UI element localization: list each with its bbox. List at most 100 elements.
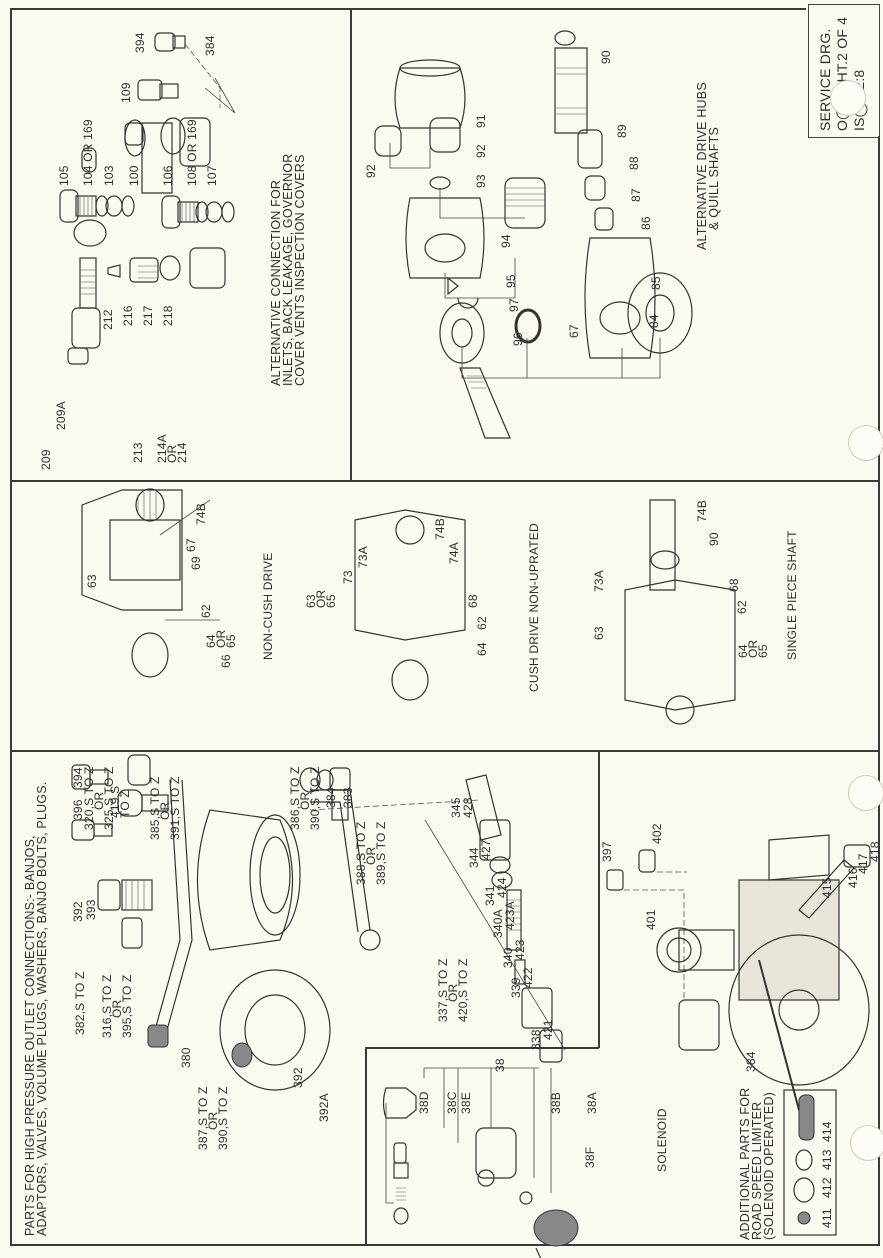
label-85: 85 bbox=[649, 276, 663, 290]
label-38a: 38A bbox=[585, 1092, 599, 1114]
punch-hole bbox=[848, 425, 883, 461]
label-92: 92 bbox=[364, 164, 378, 178]
drive-hubs-parts-illustration bbox=[374, 30, 693, 439]
label-38b: 38B bbox=[549, 1092, 563, 1114]
drive-couplings-illustration bbox=[81, 488, 736, 725]
label-94: 94 bbox=[499, 234, 513, 248]
label-96: 96 bbox=[511, 332, 525, 346]
label-106: 106 bbox=[161, 165, 175, 186]
label-68: 68 bbox=[466, 594, 480, 608]
label-62: 62 bbox=[735, 600, 749, 614]
label-412: 412 bbox=[820, 1177, 834, 1198]
drive-hubs-caption: ALTERNATIVE DRIVE HUBS & QUILL SHAFTS bbox=[695, 82, 721, 250]
label-428: 428 bbox=[461, 797, 475, 818]
single-piece-caption: SINGLE PIECE SHAFT bbox=[785, 530, 799, 660]
label-392b: 392 bbox=[291, 1067, 305, 1088]
label-424: 424 bbox=[495, 877, 509, 898]
title-block: SERVICE DRG. O◯2 SHT.2 OF 4 IS◯UE:8 bbox=[808, 4, 880, 138]
top-border bbox=[10, 8, 806, 10]
label-100: 100 bbox=[127, 165, 141, 186]
label-380: 380 bbox=[179, 1047, 193, 1068]
alt-connection-caption: ALTERNATIVE CONNECTION FOR INLETS, BACK … bbox=[269, 153, 307, 386]
left-border bbox=[10, 8, 12, 1244]
alt-connection-parts-illustration bbox=[59, 32, 236, 365]
panel-alternative-connection: 209 209A 212 213 214A OR 214 216 217 218… bbox=[10, 8, 350, 480]
label-74a: 74A bbox=[447, 542, 461, 564]
label-64-or-65: 64 OR 65 bbox=[204, 629, 238, 648]
label-386-or-390: 386,S TO Z OR 390,S TO Z bbox=[288, 766, 322, 830]
divider-solenoid-top bbox=[365, 1047, 599, 1049]
label-392a: 392A bbox=[317, 1093, 331, 1122]
cush-drive-caption: CUSH DRIVE NON-UPRATED bbox=[527, 523, 541, 692]
label-90: 90 bbox=[599, 50, 613, 64]
label-214a-or-214: 214A OR 214 bbox=[155, 434, 189, 463]
label-84: 84 bbox=[647, 314, 661, 328]
label-88: 88 bbox=[627, 156, 641, 170]
punch-hole bbox=[830, 80, 866, 116]
label-384: 384 bbox=[203, 35, 217, 56]
label-105: 105 bbox=[57, 165, 71, 186]
label-68: 68 bbox=[727, 578, 741, 592]
label-67: 67 bbox=[184, 538, 198, 552]
label-415: 415 bbox=[820, 877, 834, 898]
label-103: 103 bbox=[102, 165, 116, 186]
label-393: 393 bbox=[84, 899, 98, 920]
label-38c: 38C bbox=[445, 1091, 459, 1114]
label-87: 87 bbox=[629, 188, 643, 202]
label-423: 423 bbox=[513, 939, 527, 960]
label-213: 213 bbox=[131, 442, 145, 463]
label-382: 382,S TO Z bbox=[73, 971, 87, 1035]
label-74b: 74B bbox=[695, 500, 709, 522]
label-212: 212 bbox=[101, 309, 115, 330]
label-387-or-390: 387,S TO Z OR 390,S TO Z bbox=[196, 1086, 230, 1150]
panel-road-speed-limiter: 397 402 401 384 415 416 417 418 414 413 … bbox=[599, 750, 882, 1244]
label-62: 62 bbox=[199, 604, 213, 618]
label-418: 418 bbox=[868, 841, 882, 862]
label-63-or-65: 63 OR 65 bbox=[304, 589, 338, 608]
label-86: 86 bbox=[639, 216, 653, 230]
label-74b: 74B bbox=[433, 518, 447, 540]
panel-drive-hubs: 92 91 92 93 94 95 97 96 67 84 85 86 87 8… bbox=[350, 8, 808, 480]
label-107: 107 bbox=[205, 165, 219, 186]
label-388-or-389: 388,S TO Z OR 389,S TO Z bbox=[354, 821, 388, 885]
label-64: 64 bbox=[475, 642, 489, 656]
label-67: 67 bbox=[567, 324, 581, 338]
label-38d: 38D bbox=[417, 1091, 431, 1114]
label-414: 414 bbox=[820, 1121, 834, 1142]
divider-top-row bbox=[10, 480, 880, 482]
road-speed-caption: ADDITIONAL PARTS FOR ROAD SPEED LIMITER … bbox=[738, 1087, 776, 1240]
divider-middle-row bbox=[10, 750, 880, 752]
label-92b: 92 bbox=[474, 144, 488, 158]
label-216: 216 bbox=[121, 305, 135, 326]
label-218: 218 bbox=[161, 305, 175, 326]
label-217: 217 bbox=[141, 305, 155, 326]
label-38e: 38E bbox=[459, 1092, 473, 1114]
label-421: 421 bbox=[541, 1019, 555, 1040]
label-316-or-395: 316,S TO Z OR 395,S TO Z bbox=[100, 974, 134, 1038]
label-64-or-65: 64 OR 65 bbox=[736, 639, 770, 658]
label-108-or-169: 108 OR 169 bbox=[185, 119, 199, 186]
label-62: 62 bbox=[475, 616, 489, 630]
label-38: 38 bbox=[493, 1058, 507, 1072]
non-cush-caption: NON-CUSH DRIVE bbox=[261, 552, 275, 660]
label-97: 97 bbox=[507, 298, 521, 312]
label-402: 402 bbox=[650, 823, 664, 844]
label-90: 90 bbox=[707, 532, 721, 546]
label-73a: 73A bbox=[356, 546, 370, 568]
label-392: 392 bbox=[71, 901, 85, 922]
label-95: 95 bbox=[504, 274, 518, 288]
solenoid-parts-illustration bbox=[382, 1067, 579, 1258]
label-91: 91 bbox=[474, 114, 488, 128]
label-74b: 74B bbox=[194, 503, 208, 525]
label-384: 384 bbox=[324, 787, 338, 808]
divider-bottom-column bbox=[598, 750, 600, 1048]
label-63: 63 bbox=[592, 626, 606, 640]
label-209: 209 bbox=[39, 449, 53, 470]
panel-drive-couplings: 63 74B 67 69 62 64 OR 65 66 NON-CUSH DRI… bbox=[10, 480, 880, 750]
label-422: 422 bbox=[521, 967, 535, 988]
bottom-border bbox=[10, 1244, 880, 1246]
label-384: 384 bbox=[744, 1051, 758, 1072]
right-border bbox=[878, 136, 880, 1244]
label-413: 413 bbox=[820, 1149, 834, 1170]
